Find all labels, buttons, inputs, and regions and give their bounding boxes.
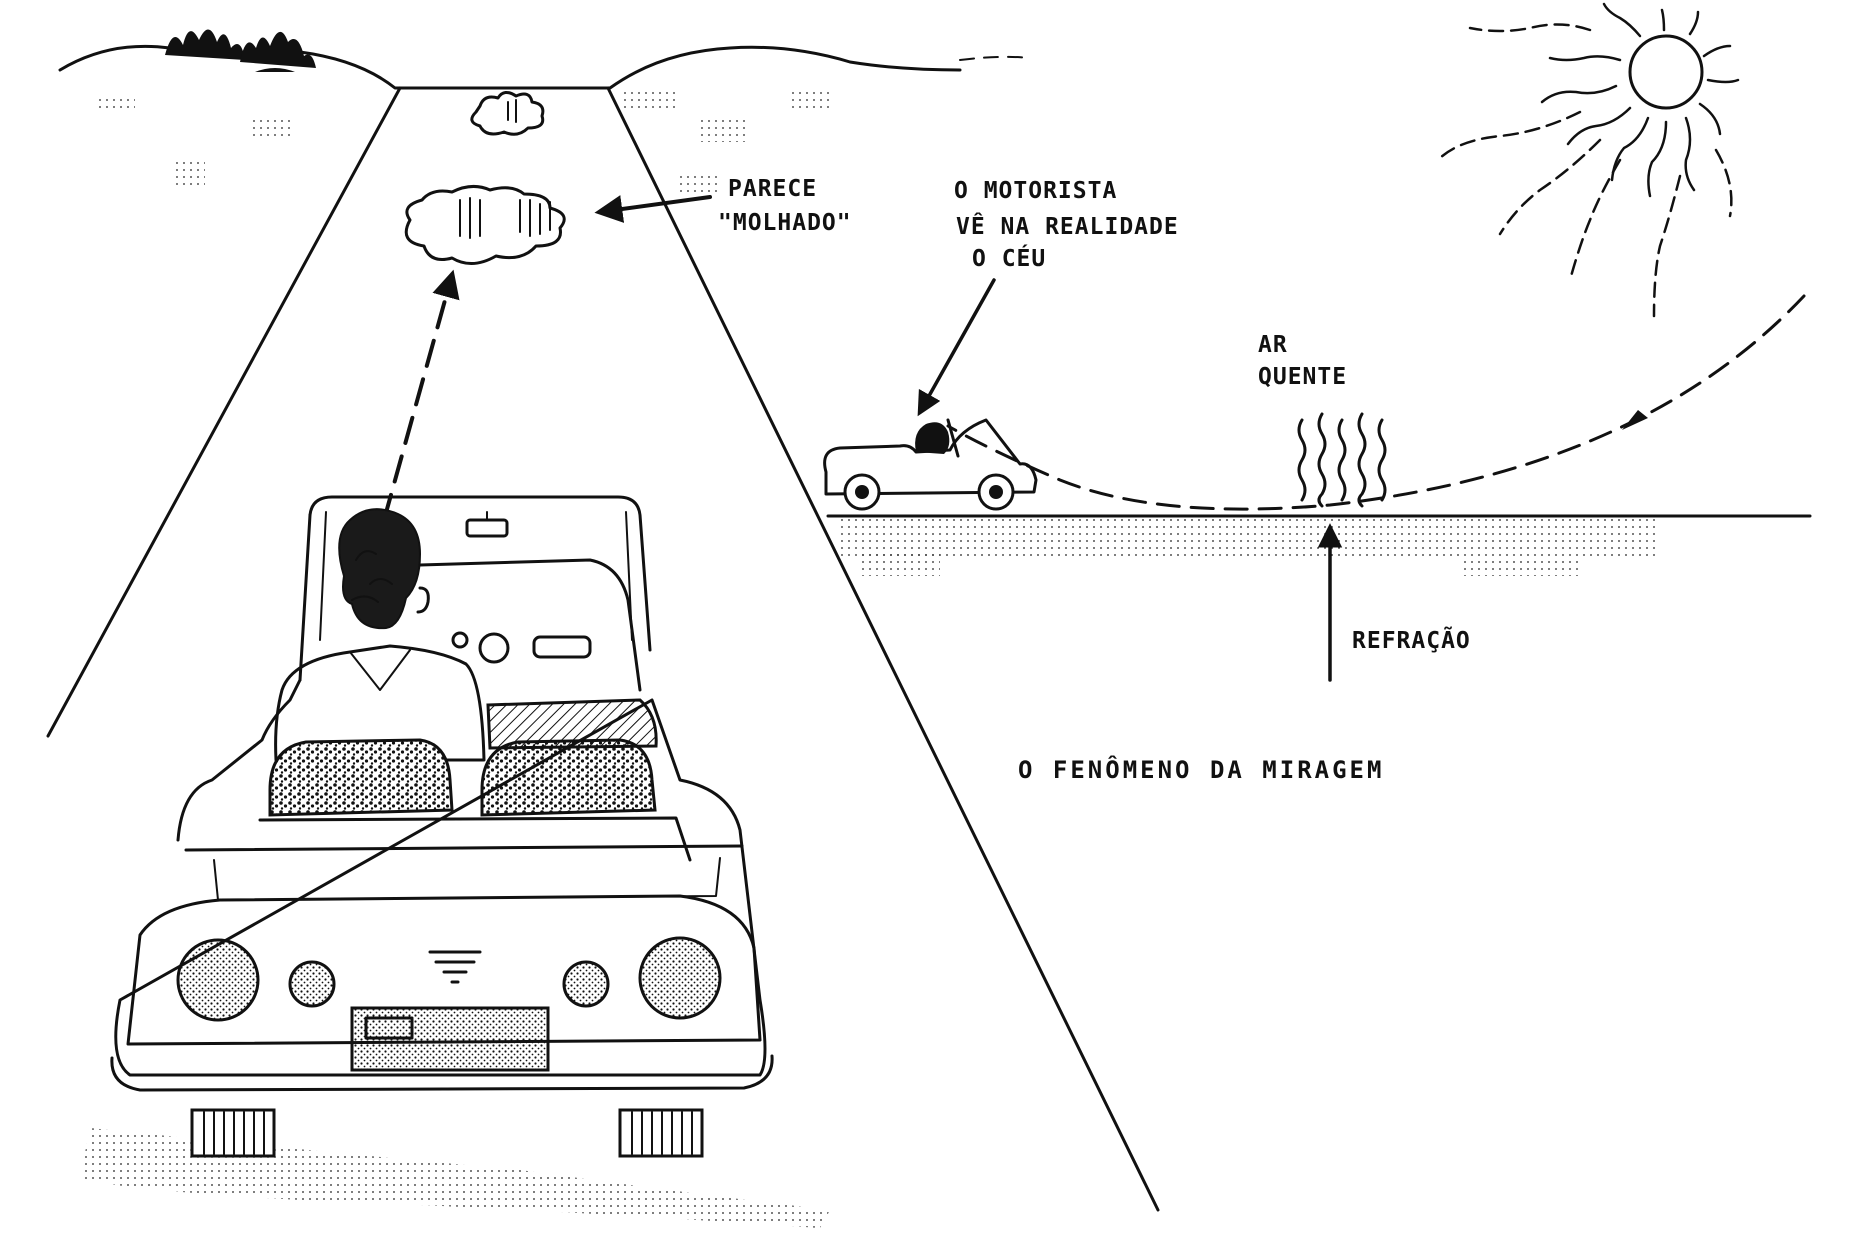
sight-line-driver [382, 269, 460, 522]
heat-waves [1297, 412, 1387, 508]
tail-light-right [638, 936, 722, 1020]
mirage-puddle-near [404, 185, 566, 265]
refracted-ray [946, 294, 1806, 511]
reverse-light-right [562, 960, 610, 1008]
seat-right [480, 738, 657, 817]
motorista-label-line2: VÊ NA REALIDADE [956, 212, 1179, 240]
windshield-frame [308, 495, 652, 652]
road-edge-left [46, 86, 402, 738]
car-body [114, 678, 767, 1077]
tail-light-left [176, 938, 260, 1022]
figure-caption: O FENÔMENO DA MIRAGEM [1018, 754, 1384, 784]
reverse-light-left [288, 960, 336, 1008]
sun-icon [1438, 2, 1740, 318]
dashboard-gauge [478, 632, 510, 664]
dashboard [418, 558, 642, 692]
driver-head [338, 508, 422, 630]
refracao-label: REFRAÇÃO [1352, 626, 1471, 654]
seat-left [268, 738, 454, 817]
motorista-arrow [917, 278, 996, 417]
car-rear-view [80, 495, 830, 1228]
rear-bumper [110, 1054, 774, 1092]
parece-label-line2: "MOLHADO" [718, 210, 852, 236]
dashboard-radio [532, 635, 592, 659]
seat-right-back [486, 698, 658, 750]
motorista-label-line3: O CÉU [972, 244, 1046, 272]
road-scene: PARECE "MOLHADO" [46, 29, 1160, 1228]
mirage-puddle-far [470, 91, 545, 136]
rear-panel [126, 894, 762, 1046]
side-view-scene: O MOTORISTA VÊ NA REALIDADE O CÉU AR QUE… [823, 2, 1812, 784]
ar-quente-label-line1: AR [1258, 332, 1288, 358]
rear-emblem [428, 950, 482, 984]
ground-texture [840, 518, 1660, 558]
wheel-right [618, 1108, 704, 1158]
car-side-view [823, 418, 1038, 511]
ar-quente-label-line2: QUENTE [1258, 364, 1347, 390]
wheel-left [190, 1108, 276, 1158]
driver-body [274, 644, 486, 762]
rearview-mirror [465, 518, 509, 538]
road-edge-right [606, 86, 1160, 1212]
motorista-label-line1: O MOTORISTA [954, 178, 1117, 204]
parece-label-line1: PARECE [728, 176, 817, 202]
shrubs [165, 29, 316, 72]
parece-arrow [594, 195, 712, 223]
ground-speckles [95, 90, 830, 195]
